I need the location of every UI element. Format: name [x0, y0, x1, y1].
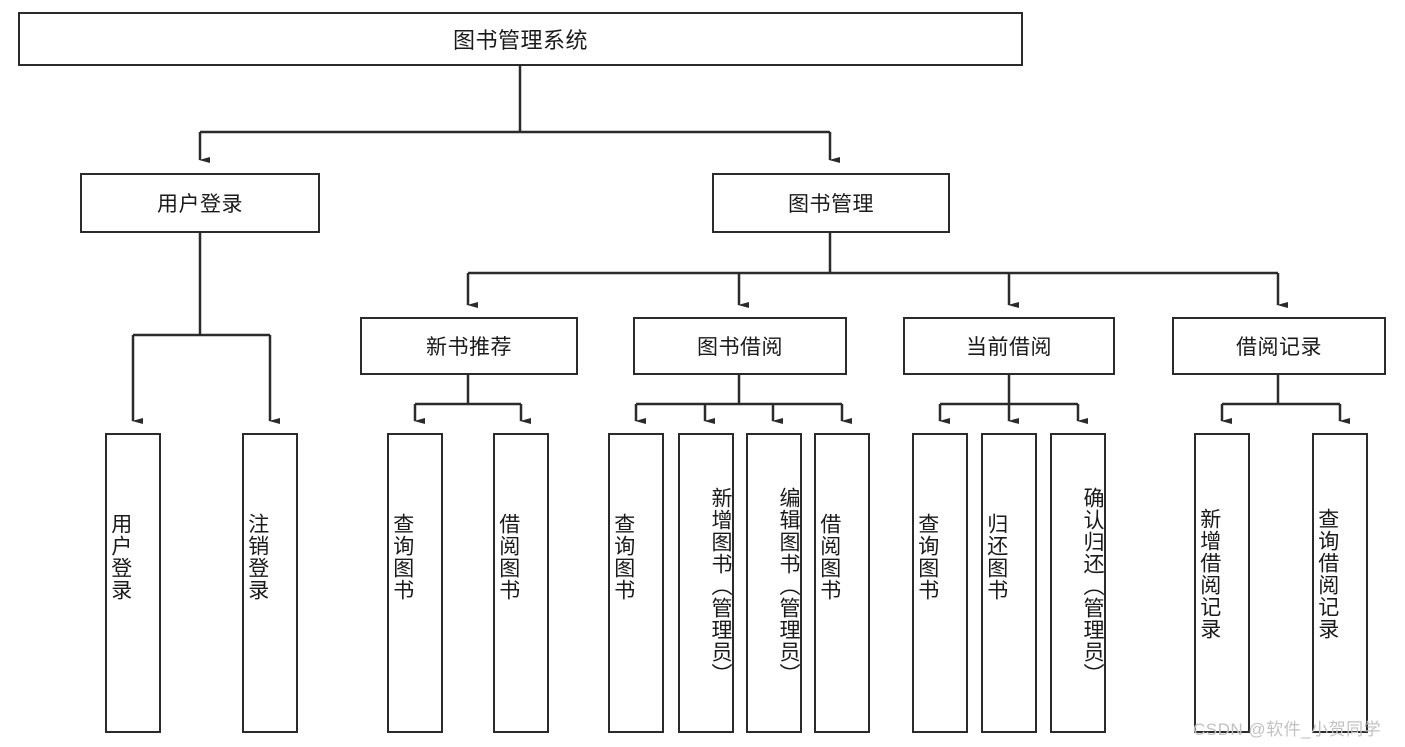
leaf-add-borrow-record[interactable]: 新增借阅记录: [1194, 433, 1250, 733]
node-book-borrow[interactable]: 图书借阅: [633, 317, 847, 375]
leaf-confirm-return-admin[interactable]: 确认归还（管理员）: [1050, 433, 1106, 733]
leaf-query-book-current[interactable]: 查询图书: [912, 433, 968, 733]
node-new-book-recommend[interactable]: 新书推荐: [360, 317, 578, 375]
node-root-system[interactable]: 图书管理系统: [18, 12, 1023, 66]
node-book-management[interactable]: 图书管理: [712, 173, 950, 233]
csdn-watermark: CSDN @软件_小贺同学: [1193, 720, 1382, 739]
leaf-query-book-recommend[interactable]: 查询图书: [387, 433, 443, 733]
leaf-add-book-admin[interactable]: 新增图书（管理员）: [678, 433, 734, 733]
leaf-query-book-borrow[interactable]: 查询图书: [608, 433, 664, 733]
node-current-borrow[interactable]: 当前借阅: [903, 317, 1115, 375]
node-borrow-record[interactable]: 借阅记录: [1172, 317, 1386, 375]
leaf-borrow-book[interactable]: 借阅图书: [814, 433, 870, 733]
leaf-return-book[interactable]: 归还图书: [981, 433, 1037, 733]
leaf-borrow-book-recommend[interactable]: 借阅图书: [493, 433, 549, 733]
leaf-user-login[interactable]: 用户登录: [105, 433, 161, 733]
leaf-edit-book-admin[interactable]: 编辑图书（管理员）: [746, 433, 802, 733]
leaf-query-borrow-record[interactable]: 查询借阅记录: [1312, 433, 1368, 733]
node-user-login[interactable]: 用户登录: [80, 173, 320, 233]
leaf-user-logout[interactable]: 注销登录: [242, 433, 298, 733]
